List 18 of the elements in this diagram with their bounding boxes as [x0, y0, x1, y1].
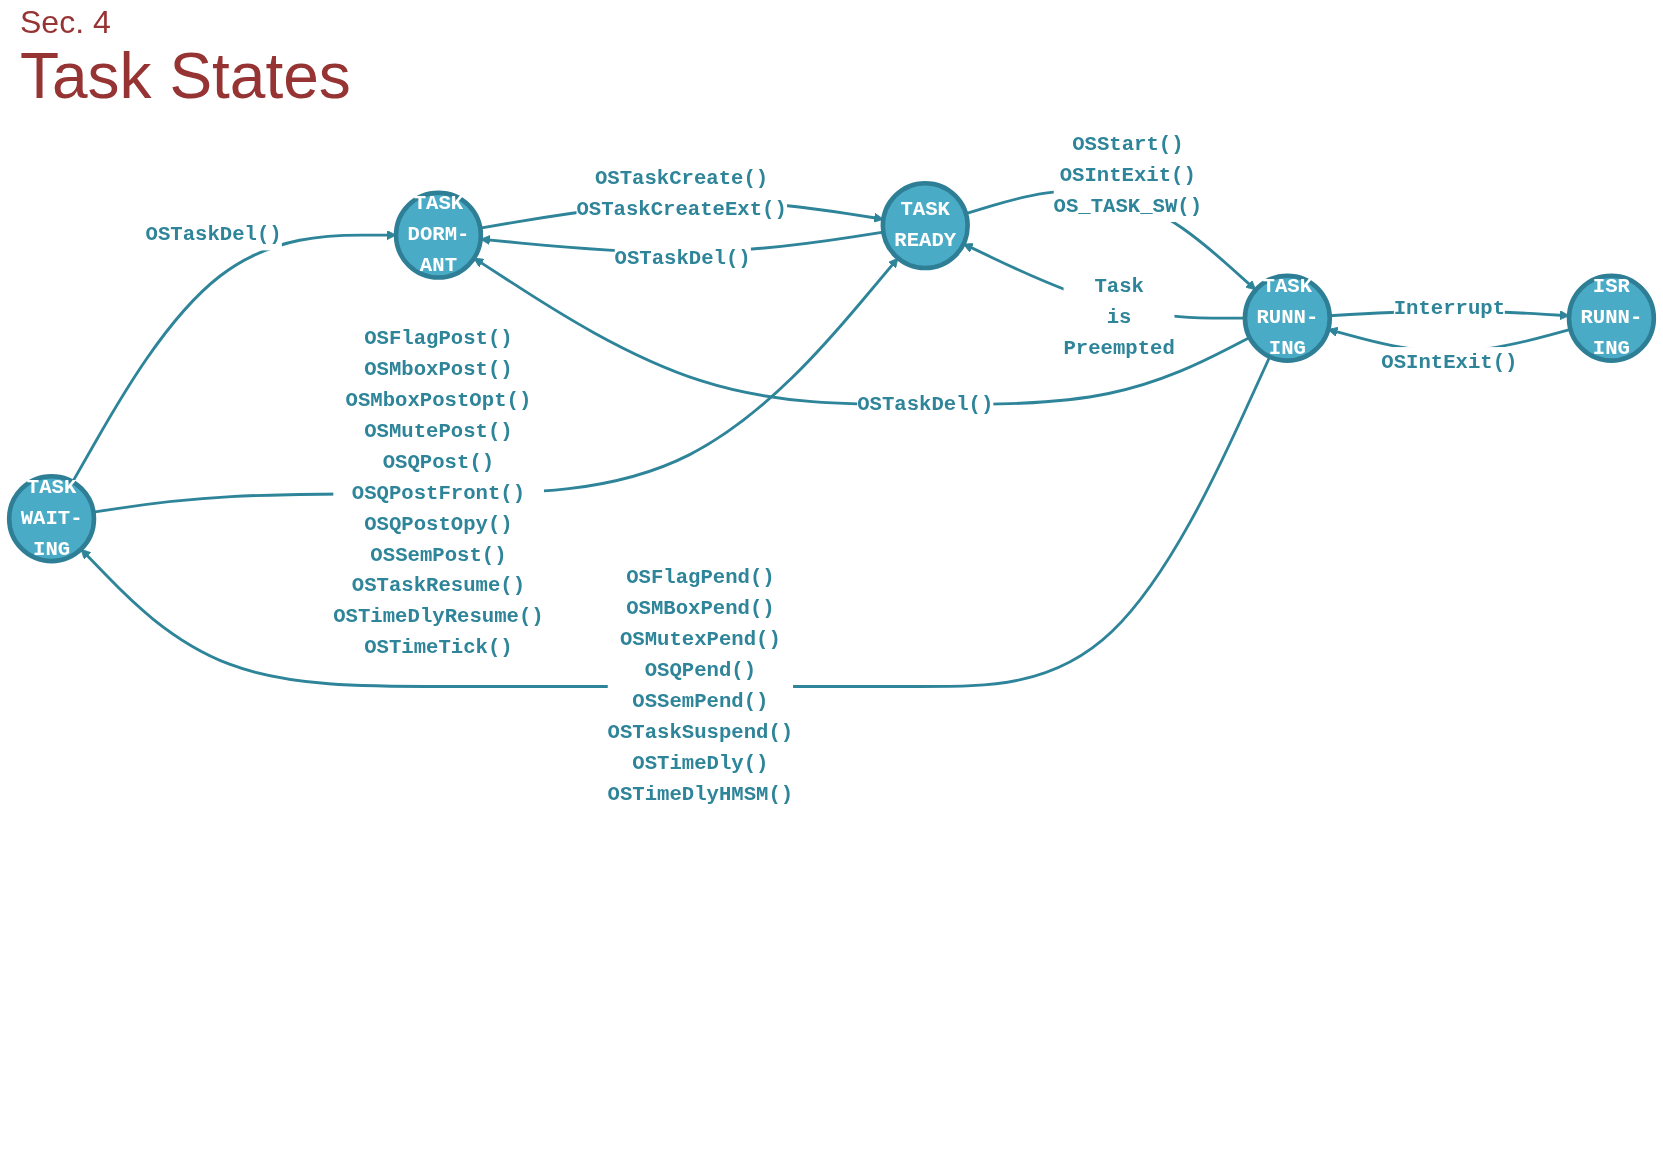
node-circle: TASK RUNN- ING — [1242, 273, 1333, 363]
edge-label: Task is Preempted — [1063, 275, 1175, 360]
node-circle: TASK WAIT- ING — [6, 474, 97, 564]
edge-label: OSStart() OSIntExit() OS_TASK_SW() — [1053, 132, 1203, 218]
node-circle: TASK READY — [880, 180, 970, 271]
edge-label: OSTaskDel() — [145, 223, 282, 246]
edge-label: OSTaskDel() — [857, 392, 994, 416]
edge-label: OSTaskCreate() OSTaskCreateExt() — [576, 166, 787, 221]
node-circle: ISR RUNN- ING — [1566, 273, 1657, 363]
edge-label: OSIntExit() — [1381, 350, 1518, 374]
node-circle: TASK DORM- ANT — [393, 190, 484, 280]
edge-label: OSFlagPend() OSMBoxPend() OSMutexPend() OSQPend() OSSemPend() OSTaskSuspend() OSTimeDly() OSTimeDlyHMSM() — [607, 566, 794, 806]
title: Task States — [20, 41, 351, 112]
edge-label: Interrupt — [1393, 296, 1506, 320]
section-label: Sec. 4 — [20, 4, 112, 41]
arrow — [80, 356, 1272, 688]
edge-label: OSFlagPost() OSMboxPost() OSMboxPostOpt() OSMutePost() OSQPost() OSQPostFront() OSQPostOpy() OSSemPost() OSTaskResume() OSTimeDlyResume() OSTimeTick() — [333, 326, 544, 660]
edge-label: OSTaskDel() — [614, 246, 751, 270]
